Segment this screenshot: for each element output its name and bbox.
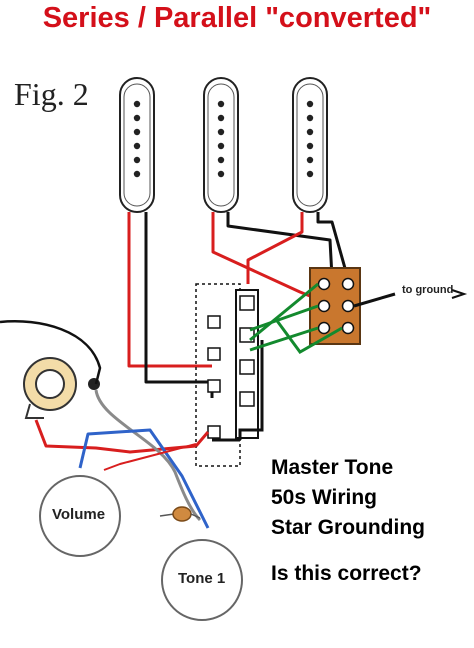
output-jack — [23, 357, 100, 419]
gray-ground-wire — [94, 389, 202, 522]
note-master-tone: Master Tone — [271, 456, 394, 479]
neck-pickup — [119, 77, 155, 213]
ground-label: to ground — [402, 284, 454, 296]
jack-ground-wire — [0, 320, 102, 385]
volume-pot — [39, 475, 121, 557]
tone-label: Tone 1 — [178, 570, 226, 587]
green-jumpers — [249, 282, 343, 354]
tone-capacitor — [159, 506, 201, 522]
jack-hot-wire — [34, 419, 197, 454]
question-text: Is this correct? — [271, 562, 422, 585]
figure-label: Fig. 2 — [14, 76, 89, 112]
neck-hot-wire — [127, 212, 212, 368]
bridge-pickup — [292, 77, 328, 213]
control-wires — [0, 320, 210, 529]
note-50s-wiring: 50s Wiring — [271, 486, 378, 509]
tone-pot — [161, 539, 243, 621]
bridge-ground-wire — [316, 212, 352, 287]
volume-label: Volume — [52, 506, 106, 523]
neck-ground-wire — [144, 212, 214, 398]
bridge-hot-wire — [246, 212, 304, 284]
five-way-switch — [195, 283, 264, 467]
note-star-grounding: Star Grounding — [271, 516, 425, 539]
volume-ground-wire — [103, 443, 197, 471]
red-switch-wire — [194, 431, 210, 447]
middle-pickup — [203, 77, 239, 213]
blue-tone-wire — [78, 428, 210, 529]
page-title: Series / Parallel "converted" — [42, 2, 432, 34]
